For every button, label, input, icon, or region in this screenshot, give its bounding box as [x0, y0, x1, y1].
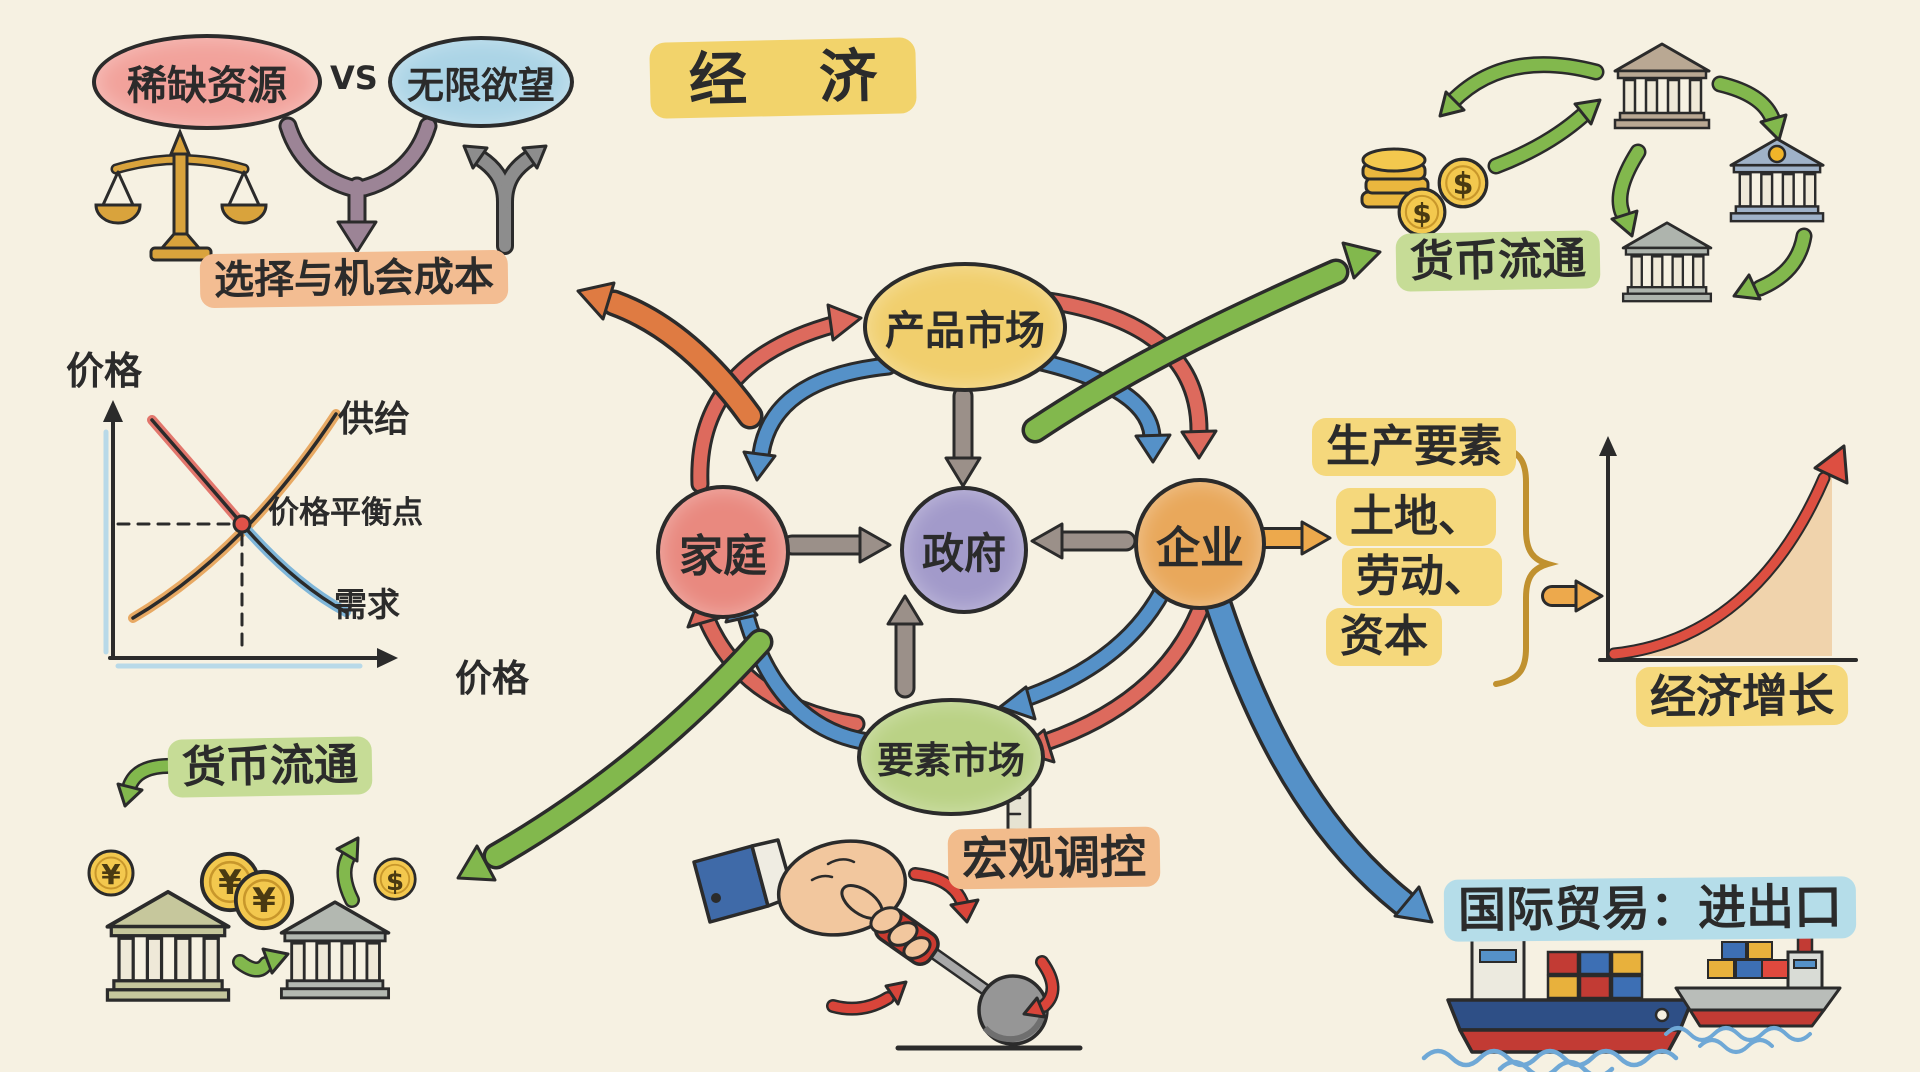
price-axis-x-label: 价格 [455, 657, 529, 700]
factor-land: 土地、 [1336, 488, 1496, 546]
money-circulation-bottom-label: 货币流通 [167, 736, 373, 798]
household-label: 家庭 [679, 531, 767, 582]
factor-market-node: 要素市场 [857, 698, 1045, 816]
dollar-coin-icon: $ [1437, 157, 1489, 209]
production-factors-heading: 生产要素 [1312, 418, 1516, 476]
fork-arrow-icon [462, 144, 548, 255]
growth-chart [1598, 436, 1858, 662]
yuan-coin-pile-icon: ¥ ¥ [199, 851, 295, 931]
factor-capital: 资本 [1326, 608, 1442, 666]
page-title: 经 济 [688, 41, 904, 114]
vs-label: VS [330, 59, 378, 97]
unlimited-wants-label: 无限欲望 [407, 64, 555, 107]
scarce-resources-ellipse: 稀缺资源 [92, 34, 322, 130]
enterprise-node: 企业 [1134, 478, 1266, 610]
macro-control-label: 宏观调控 [947, 826, 1161, 890]
money-circulation-top-label: 货币流通 [1395, 230, 1601, 292]
government-node: 政府 [900, 486, 1028, 614]
yuan-symbol: ¥ [252, 881, 276, 921]
household-node: 家庭 [656, 485, 790, 619]
price-axis-y-label: 价格 [66, 349, 143, 393]
money-circulation-top: $ $ [1360, 42, 1825, 303]
balance-scale-icon [94, 128, 268, 262]
dollar-coin-icon: $ [1397, 187, 1447, 237]
supply-demand-chart [103, 400, 398, 669]
scarce-resources-label: 稀缺资源 [127, 63, 287, 109]
demand-label: 需求 [334, 585, 400, 624]
bank-icon [279, 900, 391, 1000]
government-label: 政府 [921, 528, 1006, 578]
merge-arrow-icon [278, 116, 438, 254]
cargo-ship-icon [1664, 914, 1842, 1054]
product-market-label: 产品市场 [885, 308, 1045, 354]
economic-growth-label: 经济增长 [1635, 664, 1849, 728]
money-circulation-bottom: ¥ ¥ ¥ $ [87, 757, 417, 1000]
dollar-symbol: $ [1412, 197, 1431, 230]
flow-arrows [456, 241, 1434, 924]
dollar-symbol: $ [386, 867, 404, 897]
factor-labor: 劳动、 [1342, 548, 1502, 606]
yuan-coin-icon: ¥ [87, 849, 135, 897]
supply-label: 供给 [338, 399, 411, 440]
bank-icon [107, 892, 228, 1000]
curly-brace [1493, 443, 1559, 687]
enterprise-label: 企业 [1156, 523, 1244, 574]
product-market-node: 产品市场 [863, 262, 1067, 392]
yuan-symbol: ¥ [101, 858, 121, 891]
bank-icon [1613, 42, 1711, 130]
factor-market-label: 要素市场 [877, 739, 1025, 782]
dollar-symbol: $ [1453, 167, 1474, 202]
cargo-ship-icon [1421, 894, 1694, 1072]
choice-opportunity-cost-label: 选择与机会成本 [199, 249, 509, 309]
hand-lever-icon [692, 766, 1083, 1051]
equilibrium-point [232, 514, 252, 534]
bank-icon [1621, 221, 1713, 303]
dollar-coin-icon: $ [373, 857, 417, 901]
production-factors-arrows [1251, 443, 1604, 687]
page-title-highlight: 经 济 [649, 37, 917, 119]
equilibrium-label: 价格平衡点 [268, 495, 423, 531]
international-trade-label: 国际贸易：进出口 [1443, 876, 1857, 942]
unlimited-wants-ellipse: 无限欲望 [388, 36, 574, 128]
